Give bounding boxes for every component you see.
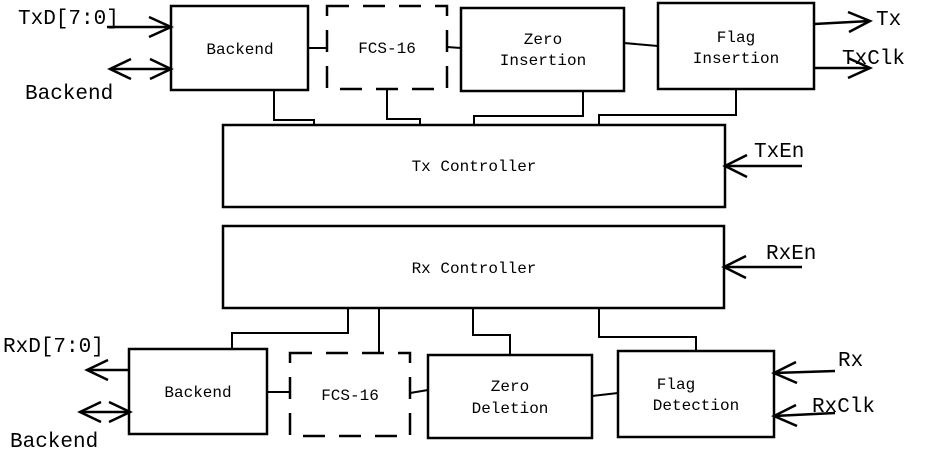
flag-insertion-block: Flag Insertion: [656, 1, 816, 91]
tx-backend-double-arrow-icon: [107, 57, 174, 81]
txclk-label: TxClk: [842, 48, 905, 71]
flag-insertion-label-2: Insertion: [693, 50, 779, 68]
rx-backend-block: Backend: [127, 347, 269, 436]
tx-fcs-label: FCS-16: [358, 40, 416, 58]
rxen-label: RxEn: [766, 243, 816, 266]
tx-connectors: [273, 42, 737, 125]
zero-insertion-label-2: Insertion: [500, 52, 586, 70]
rx-controller-label: Rx Controller: [412, 260, 537, 278]
txen-label: TxEn: [754, 141, 804, 164]
rxclk-input-arrow-icon: [771, 403, 836, 428]
tx-controller-block: Tx Controller: [221, 123, 727, 209]
tx-backend-signal-label: Backend: [25, 83, 113, 106]
flag-detection-label-1: Flag: [657, 376, 695, 394]
zero-insertion-block: Zero Insertion: [459, 6, 626, 93]
rxclk-label: RxClk: [812, 396, 875, 419]
tx-output-arrow-icon: [813, 10, 873, 34]
rx-backend-double-arrow-icon: [77, 400, 133, 424]
rxen-arrow-icon: [721, 254, 802, 280]
rx-fcs-label: FCS-16: [321, 387, 379, 405]
tx-controller-label: Tx Controller: [412, 158, 537, 176]
flag-detection-label-2: Detection: [653, 397, 739, 415]
zero-deletion-block: Zero Deletion: [426, 353, 594, 440]
tx-fcs16-block: FCS-16: [325, 4, 449, 91]
tx-backend-block: Backend: [169, 4, 310, 92]
rx-input-arrow-icon: [771, 360, 836, 385]
rx-fcs16-block: FCS-16: [288, 351, 412, 438]
txclk-output-arrow-icon: [814, 56, 874, 80]
txd-label: TxD[7:0]: [18, 8, 119, 31]
rx-connectors: [231, 308, 697, 397]
tx-label: Tx: [876, 9, 901, 32]
txen-arrow-icon: [722, 153, 802, 179]
tx-backend-label: Backend: [206, 41, 273, 59]
rx-backend-signal-label: Backend: [10, 431, 98, 454]
flag-insertion-label-1: Flag: [717, 29, 755, 47]
txd-arrow-icon: [107, 15, 175, 39]
zero-insertion-label-1: Zero: [524, 31, 562, 49]
rx-backend-label: Backend: [164, 384, 231, 402]
zero-deletion-label-1: Zero: [491, 378, 529, 396]
zero-deletion-label-2: Deletion: [472, 400, 549, 418]
rxd-arrow-icon: [84, 358, 129, 382]
rx-controller-block: Rx Controller: [221, 224, 726, 310]
flag-detection-block: Flag Detection: [616, 349, 776, 439]
rx-label: Rx: [838, 350, 863, 373]
rxd-label: RxD[7:0]: [3, 336, 104, 359]
